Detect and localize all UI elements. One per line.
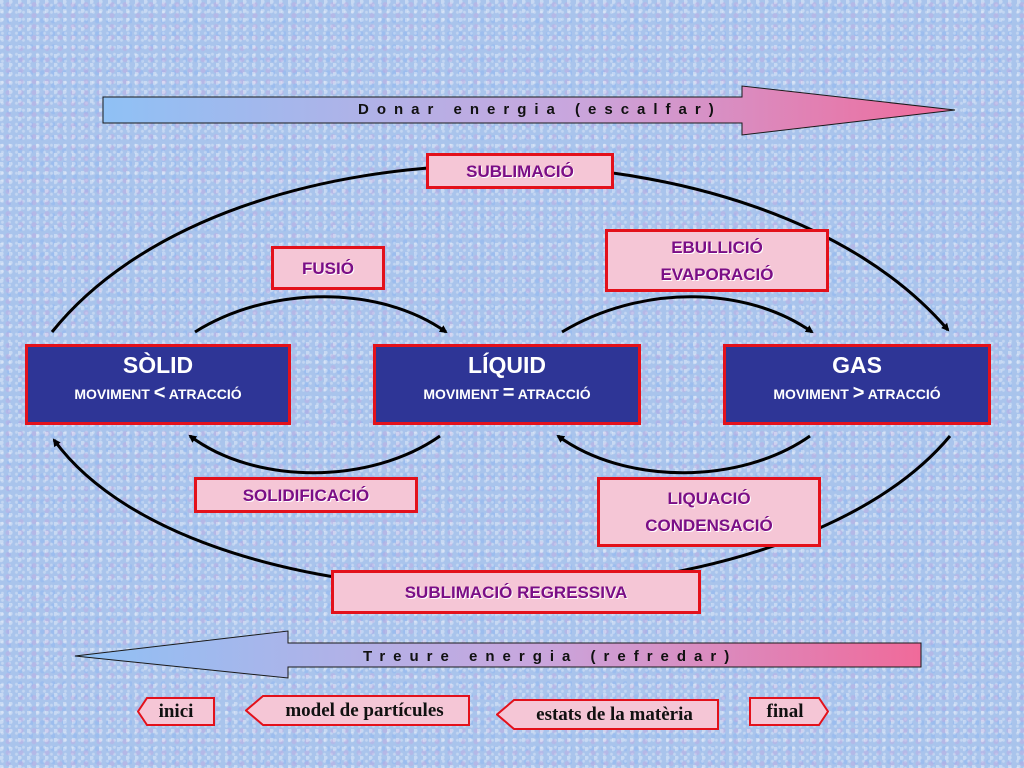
solidification-label-box: SOLIDIFICACIÓ xyxy=(194,477,418,513)
gas-state-name: GAS xyxy=(832,352,882,378)
boiling-label-box: EBULLICIÓ EVAPORACIÓ xyxy=(605,229,829,292)
cool-energy-arrow xyxy=(74,630,922,679)
end-nav-label: final xyxy=(766,700,804,722)
fusion-curve xyxy=(194,295,448,334)
liquefaction-label-line1: LIQUACIÓ xyxy=(667,489,751,508)
liquefaction-label-box: LIQUACIÓ CONDENSACIÓ xyxy=(597,477,821,547)
deposition-label-box: SUBLIMACIÓ REGRESSIVA xyxy=(331,570,701,614)
start-nav-label: inici xyxy=(158,700,194,722)
liquid-motion-label: MOVIMENT xyxy=(423,386,499,402)
liquid-state-description: MOVIMENT = ATRACCIÓ xyxy=(376,382,638,405)
states-of-matter-nav-shape xyxy=(496,699,719,730)
boiling-label-line2: EVAPORACIÓ xyxy=(660,264,774,284)
solid-attraction-label: ATRACCIÓ xyxy=(168,386,242,402)
solid-state-box: SÒLID MOVIMENT < ATRACCIÓ xyxy=(25,344,291,425)
fusion-label-box: FUSIÓ xyxy=(271,246,385,290)
liquefaction-curve xyxy=(556,434,811,475)
end-nav-button[interactable]: final xyxy=(749,697,829,726)
particle-model-nav-label: model de partícules xyxy=(285,699,444,721)
states-of-matter-nav-label: estats de la matèria xyxy=(536,703,693,725)
sublimation-label: SUBLIMACIÓ xyxy=(466,161,574,181)
heat-energy-label: Donar energia (escalfar) xyxy=(358,101,722,118)
boiling-label-line1: EBULLICIÓ xyxy=(671,237,763,257)
solid-state-name: SÒLID xyxy=(122,352,194,378)
solid-motion-label: MOVIMENT xyxy=(74,386,150,402)
end-nav-shape xyxy=(749,697,829,726)
liquid-state-box: LÍQUID MOVIMENT = ATRACCIÓ xyxy=(373,344,641,425)
deposition-label: SUBLIMACIÓ REGRESSIVA xyxy=(404,582,628,602)
solid-comparison-operator: < xyxy=(153,382,166,404)
gas-state-description: MOVIMENT > ATRACCIÓ xyxy=(726,382,988,405)
gas-attraction-label: ATRACCIÓ xyxy=(867,386,941,402)
solidification-label: SOLIDIFICACIÓ xyxy=(242,485,370,505)
gas-comparison-operator: > xyxy=(852,382,865,404)
states-of-matter-nav-button[interactable]: estats de la matèria xyxy=(496,699,719,730)
start-nav-shape xyxy=(137,697,215,726)
liquefaction-label-line2: CONDENSACIÓ xyxy=(645,516,773,535)
gas-state-box: GAS MOVIMENT > ATRACCIÓ xyxy=(723,344,991,425)
particle-model-nav-shape xyxy=(245,695,470,726)
heat-energy-arrow xyxy=(102,85,956,136)
gas-motion-label: MOVIMENT xyxy=(773,386,849,402)
solidification-curve xyxy=(188,434,441,475)
liquid-attraction-label: ATRACCIÓ xyxy=(517,386,591,402)
boiling-curve xyxy=(561,295,814,334)
liquid-comparison-operator: = xyxy=(502,382,515,404)
liquid-state-name: LÍQUID xyxy=(468,352,546,378)
particle-model-nav-button[interactable]: model de partícules xyxy=(245,695,470,726)
cool-energy-label: Treure energia (refredar) xyxy=(363,648,738,665)
solid-state-description: MOVIMENT < ATRACCIÓ xyxy=(28,382,288,405)
start-nav-button[interactable]: inici xyxy=(137,697,215,726)
sublimation-label-box: SUBLIMACIÓ xyxy=(426,153,614,189)
fusion-label: FUSIÓ xyxy=(302,258,354,278)
